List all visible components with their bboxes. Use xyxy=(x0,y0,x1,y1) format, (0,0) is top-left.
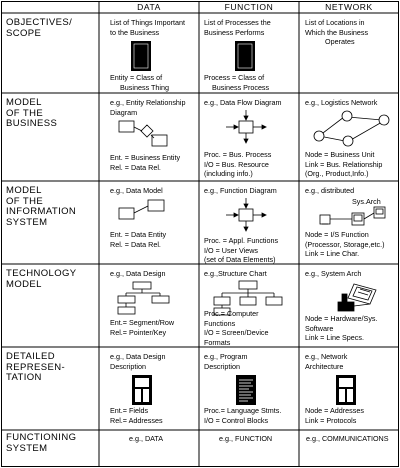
header-data: DATA xyxy=(137,2,161,12)
list-document-icon xyxy=(235,41,255,71)
row-label-scope: OBJECTIVES/SCOPE xyxy=(6,17,73,39)
cell-technology-network: e.g., System Arch xyxy=(305,269,362,278)
distributed-system-icon xyxy=(319,206,386,226)
structure-chart-icon xyxy=(213,280,283,316)
data-design-description-icon xyxy=(132,375,152,405)
header-network: NETWORK xyxy=(325,2,373,12)
cell-infosys-network: e.g., distributed xyxy=(305,186,355,195)
cell-infosys-function: e.g., Function Diagram xyxy=(204,186,277,195)
function-diagram-icon xyxy=(226,198,267,232)
data-model-icon xyxy=(118,199,165,220)
data-flow-diagram-icon xyxy=(226,110,267,144)
cell-functioning-data: e.g., DATA xyxy=(129,434,164,443)
system-architecture-icon xyxy=(337,283,377,312)
cell-technology-function: e.g.,Structure Chart xyxy=(204,269,267,278)
cell-functioning-network: e.g., COMMUNICATIONS xyxy=(306,434,389,443)
program-description-icon xyxy=(236,375,256,405)
cell-business-function: e.g., Data Flow Diagram xyxy=(204,98,282,107)
network-architecture-icon xyxy=(336,375,356,405)
cell-infosys-network-def: Node = I/S Function(Processor, Storage,e… xyxy=(305,230,385,259)
cell-functioning-function: e.g., FUNCTION xyxy=(219,434,273,443)
header-function: FUNCTION xyxy=(224,2,274,12)
sys-arch-label: Sys.Arch xyxy=(352,197,381,206)
cell-technology-data: e.g., Data Design xyxy=(110,269,166,278)
cell-infosys-data: e.g., Data Model xyxy=(110,186,163,195)
cell-detailed-function-def: Proc.= Language Stmts.I/O = Control Bloc… xyxy=(204,406,282,425)
entity-relationship-diagram-icon xyxy=(118,120,168,147)
cell-business-network: e.g., Logistics Network xyxy=(305,98,378,107)
data-design-icon xyxy=(117,281,170,315)
logistics-network-icon xyxy=(313,110,390,147)
list-document-icon xyxy=(131,41,151,71)
